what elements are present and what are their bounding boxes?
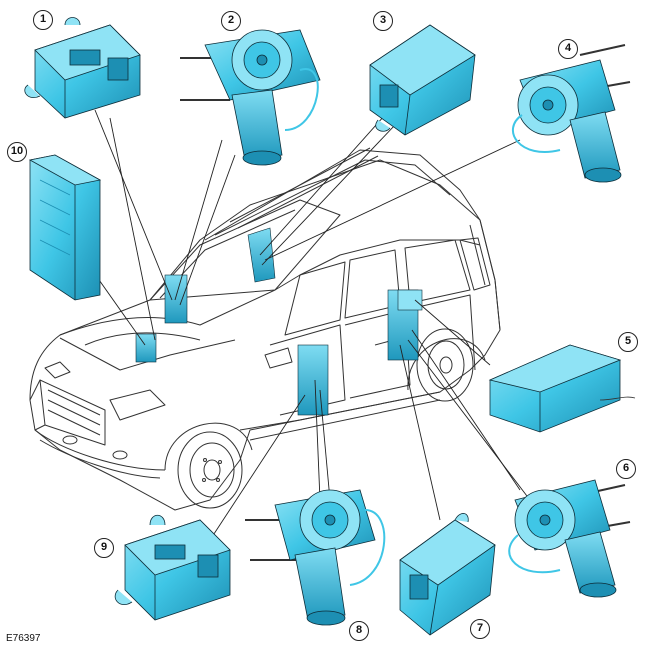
callout-6: 6: [616, 459, 636, 479]
component-3-module: [369, 24, 476, 136]
callout-5: 5: [618, 332, 638, 352]
callout-3: 3: [373, 11, 393, 31]
component-10-body-control-module: [28, 154, 102, 301]
component-8-window-motor: [245, 489, 386, 626]
callout-8: 8: [349, 621, 369, 641]
component-1-door-module: [24, 17, 141, 119]
vehicle-module-markers: [135, 227, 423, 416]
component-6-window-motor: [508, 479, 631, 598]
leader-lines: [84, 109, 531, 541]
callout-9: 9: [94, 538, 114, 558]
callout-7: 7: [470, 619, 490, 639]
callout-2: 2: [221, 11, 241, 31]
component-5-module: [488, 344, 636, 433]
figure-reference-code: E76397: [6, 633, 41, 644]
callout-4: 4: [558, 39, 578, 59]
component-9-door-module: [114, 514, 231, 621]
callout-10: 10: [7, 142, 27, 162]
vehicle-outline: [29, 147, 501, 511]
component-2-window-motor: [180, 29, 321, 166]
component-4-window-motor: [511, 44, 631, 183]
callout-1: 1: [33, 10, 53, 30]
component-7-module: [399, 513, 496, 636]
